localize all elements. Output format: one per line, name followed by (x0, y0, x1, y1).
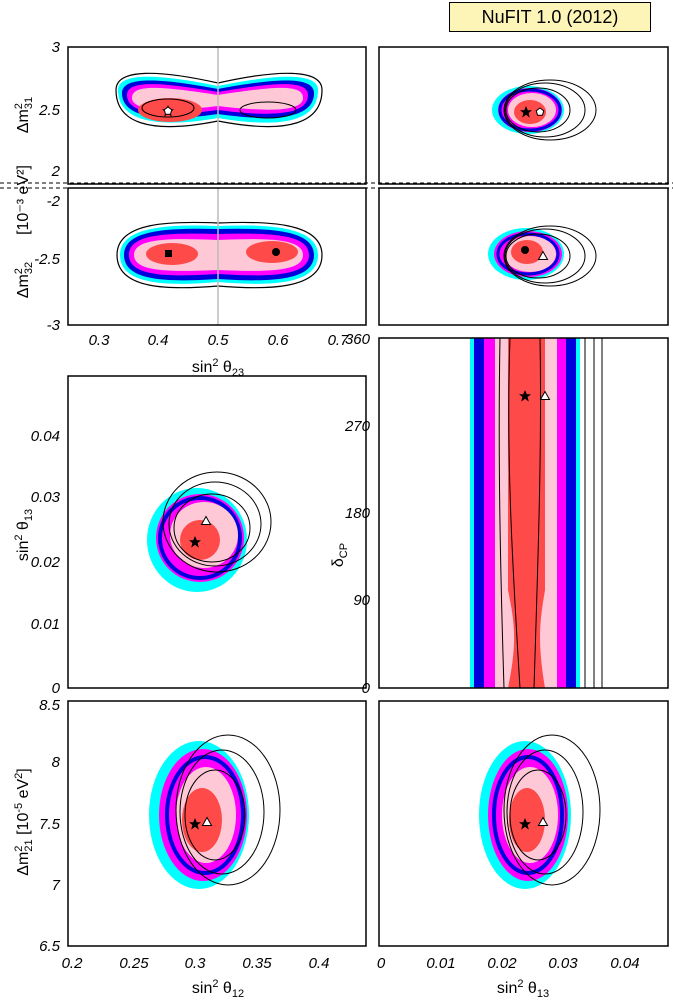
ylabel-dm32: Δm232 (13, 262, 35, 298)
xtick-0.35: 0.35 (242, 955, 272, 972)
ytick-0.04: 0.04 (31, 428, 60, 445)
xtick-0.02: 0.02 (487, 955, 517, 972)
ytick--2.5: -2.5 (34, 251, 61, 268)
ytick-270: 270 (344, 418, 371, 435)
xtick-0.25: 0.25 (119, 955, 149, 972)
marker-circle (521, 246, 529, 254)
ytick-180: 180 (345, 505, 371, 522)
ytick-0: 0 (52, 680, 61, 697)
region-1sigma (182, 788, 222, 852)
panel-dm32-s13 (378, 187, 669, 326)
ytick-0.03: 0.03 (31, 489, 61, 506)
ytick-360: 360 (345, 331, 371, 348)
xtick-0.5: 0.5 (208, 332, 230, 349)
ytick-0: 0 (362, 680, 371, 697)
region-1sigma (509, 788, 545, 852)
panel-dcp-s13: 360 270 180 90 0 δCP (330, 331, 669, 697)
xtick-0.4: 0.4 (148, 332, 169, 349)
ylabel-units: [10⁻³ eV²] (15, 165, 32, 235)
panel-s13-s12: 0.04 0.03 0.02 0.01 0 sin2 θ13 (13, 375, 367, 697)
xtick-0.6: 0.6 (268, 332, 290, 349)
xlabel-s13: sin2 θ13 (497, 978, 549, 1000)
ytick-3: 3 (52, 39, 61, 56)
ytick-90: 90 (353, 592, 370, 609)
ytick--2: -2 (47, 193, 61, 210)
ytick-8.5: 8.5 (39, 697, 61, 714)
ytick-0.01: 0.01 (31, 616, 60, 633)
ytick-2.5: 2.5 (38, 102, 61, 119)
xtick-0.7: 0.7 (328, 332, 350, 349)
version-badge: NuFIT 1.0 (2012) (449, 2, 651, 32)
panel-dm31-s13 (378, 46, 669, 185)
xtick-0.3: 0.3 (89, 332, 111, 349)
ytick-6.5: 6.5 (39, 938, 61, 955)
xlabel-s23: sin2 θ23 (192, 357, 244, 379)
xtick-0.2: 0.2 (62, 955, 84, 972)
xtick-0: 0 (377, 955, 386, 972)
xtick-0.03: 0.03 (548, 955, 578, 972)
xlabel-s12: sin2 θ12 (192, 978, 244, 1000)
ytick-0.02: 0.02 (31, 554, 61, 571)
ytick-7.5: 7.5 (39, 816, 61, 833)
ytick-8: 8 (52, 754, 61, 771)
region-1sigma (514, 100, 546, 124)
region-1sigma (180, 520, 220, 560)
ytick-7: 7 (52, 877, 61, 894)
ylabel-s13: sin2 θ13 (13, 509, 35, 561)
ytick--3: -3 (47, 317, 61, 334)
xtick-0.3: 0.3 (185, 955, 207, 972)
panel-dm21-s13: 0 0.01 0.02 0.03 0.04 sin2 θ13 (377, 700, 669, 1000)
ylabel-dcp: δCP (330, 543, 350, 567)
marker-circle (272, 248, 280, 256)
panel-dm31-s23: 3 2.5 2 (38, 39, 367, 185)
ytick-2: 2 (51, 163, 61, 180)
xtick-0.04: 0.04 (610, 955, 639, 972)
ylabel-dm21: Δm221 [10-5 eV2] (13, 768, 35, 875)
region-1sigma (508, 338, 545, 688)
xtick-0.4: 0.4 (309, 955, 330, 972)
panel-dm32-s23: -2 -2.5 -3 0.3 0.4 0.5 0.6 0.7 sin2 θ23 (34, 187, 367, 379)
xtick-0.01: 0.01 (426, 955, 455, 972)
panel-dm21-s12: 8.5 8 7.5 7 6.5 0.2 0.25 0.3 0.35 0.4 si… (13, 697, 367, 1000)
marker-square (165, 250, 172, 257)
ylabel-dm31: Δm231 (13, 97, 35, 133)
